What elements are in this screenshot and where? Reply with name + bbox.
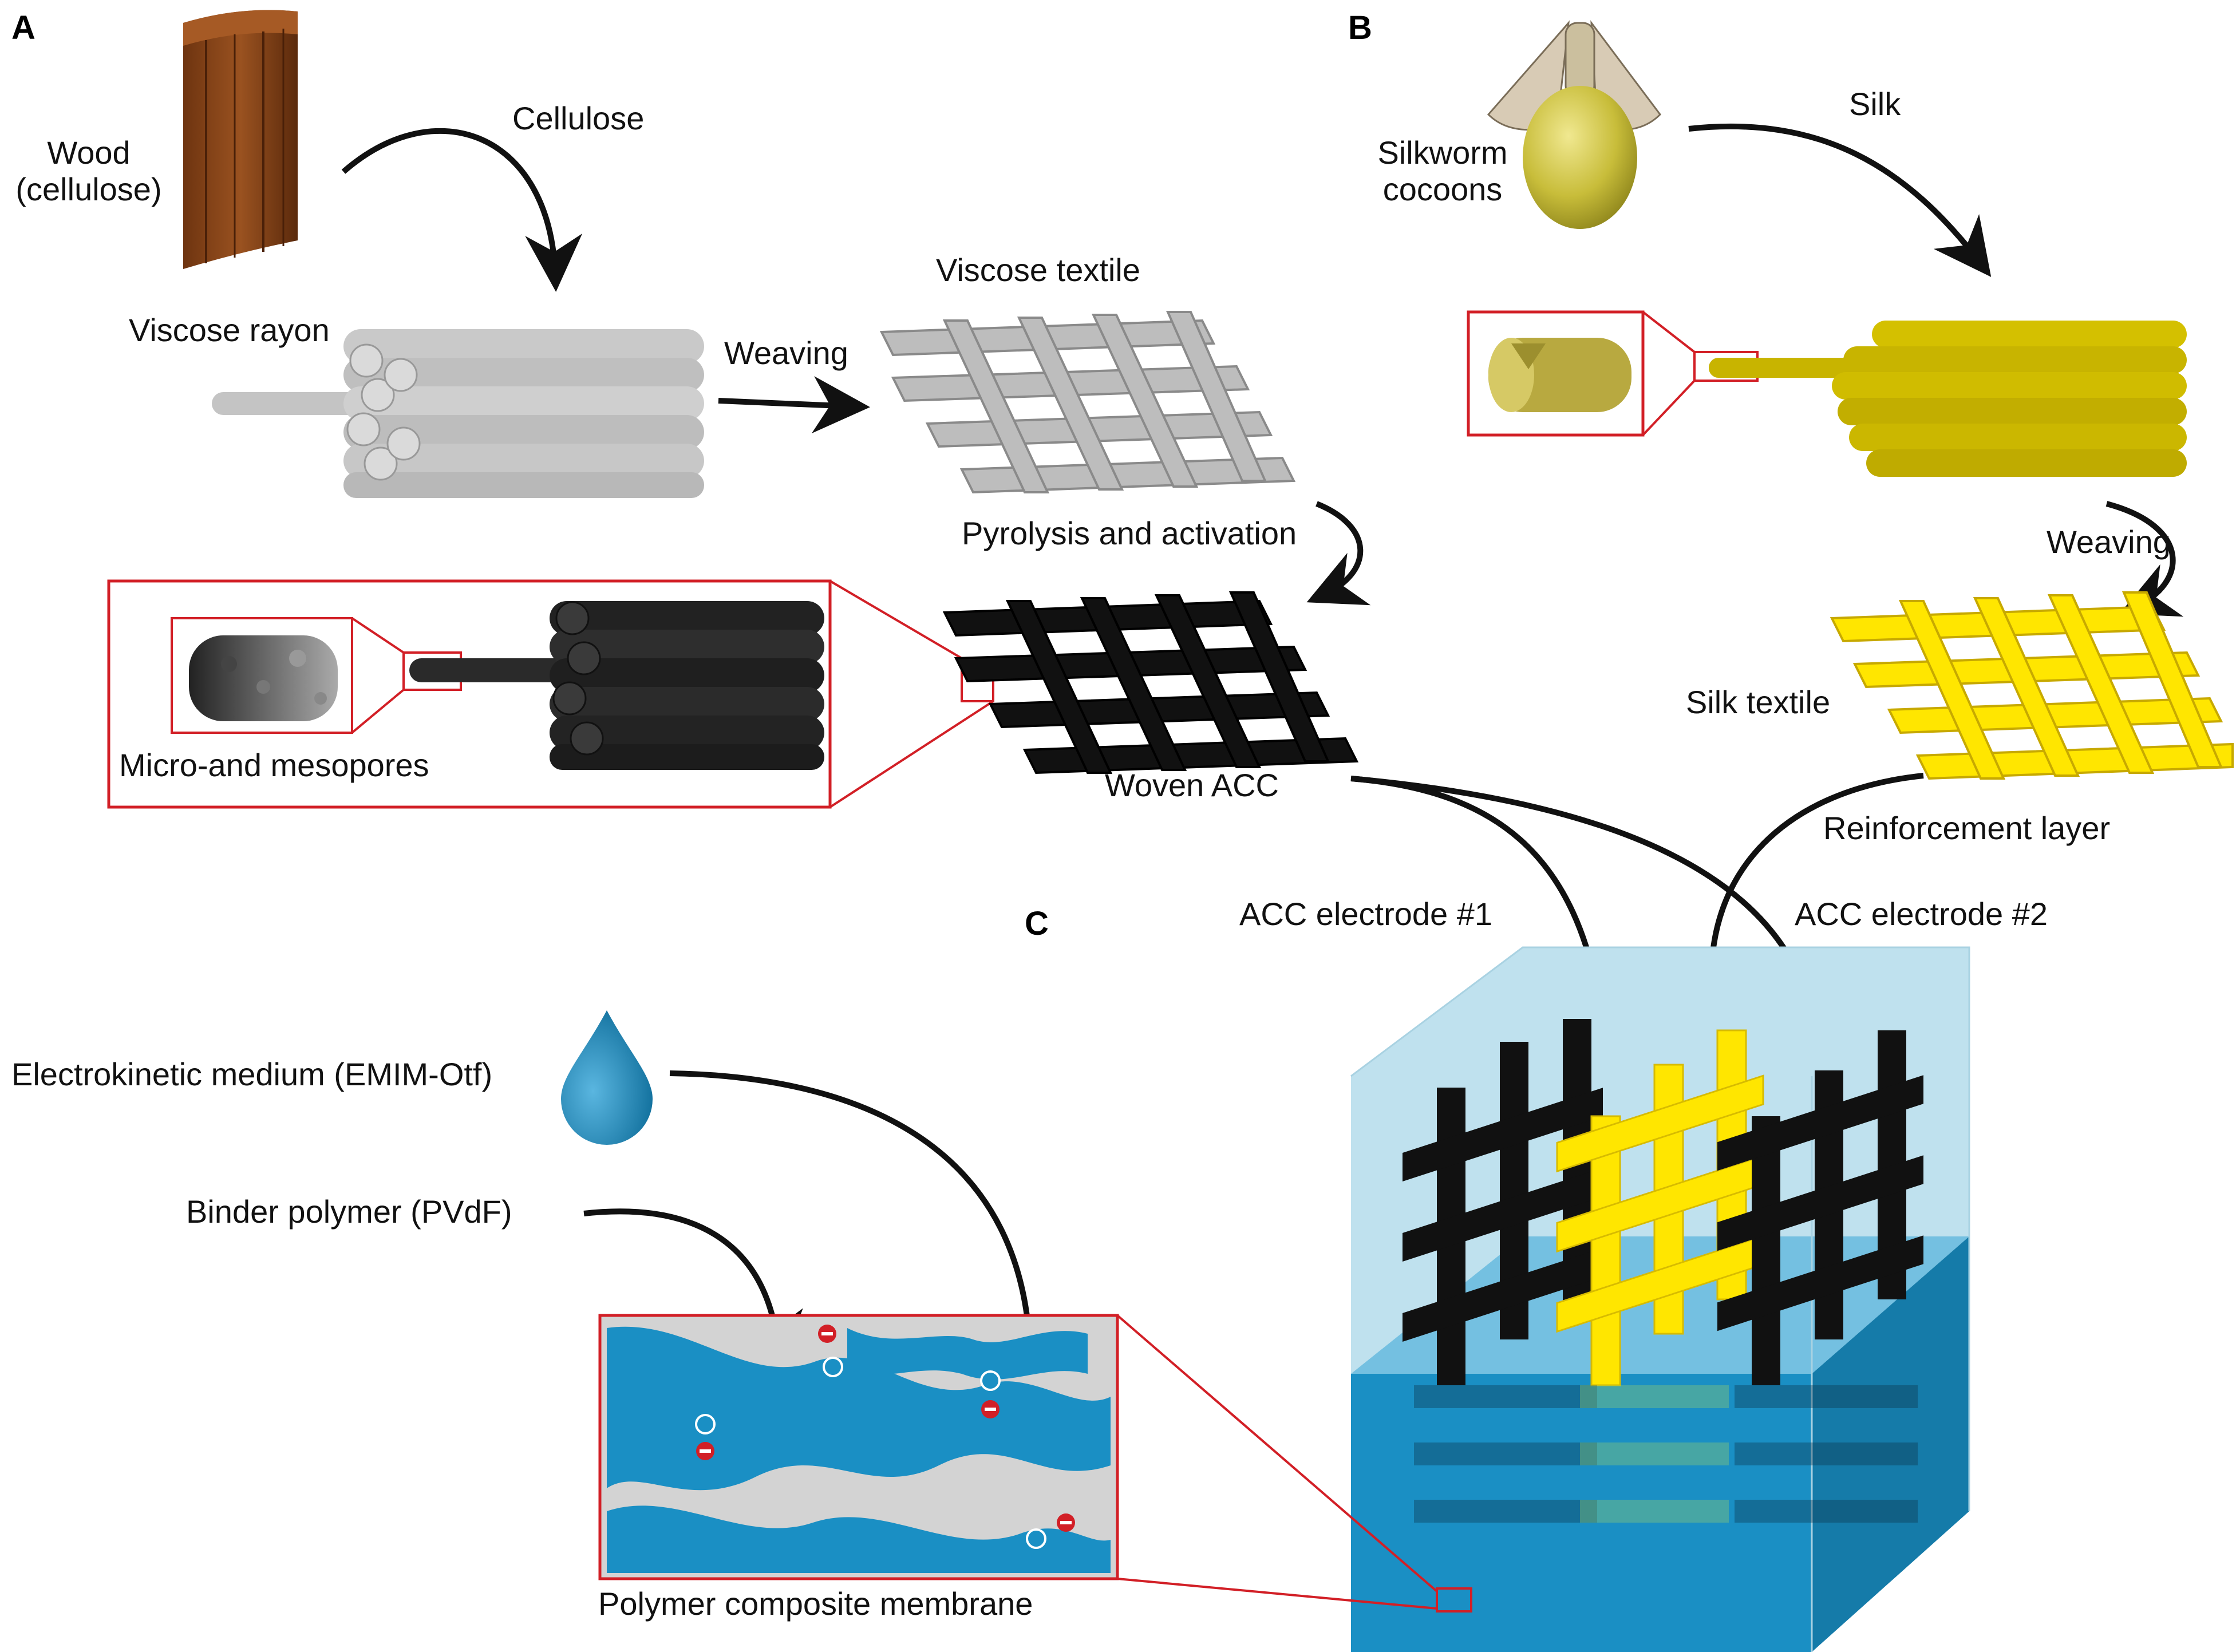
acc-electrode-2 [1717,1030,1923,1385]
cocoon-icon [1523,86,1637,229]
carbon-fiber-bundle-icon [409,601,824,770]
submerged-electrodes [1414,1385,1918,1523]
membrane-connector [1116,1314,1438,1592]
label-weaving-b: Weaving [2047,524,2171,560]
arrow-weaving-b [2105,501,2184,617]
label-wood: Wood (cellulose) [3,135,175,208]
label-reinforcement: Reinforcement layer [1823,810,2111,846]
droplet-icon [561,1010,653,1145]
panel-label-b: B [1348,9,1372,46]
label-micro-meso: Micro-and mesopores [119,747,429,783]
label-silk: Silk [1849,86,1901,122]
silk-reinforcement-layer [1556,1029,1764,1386]
fiber-bundle-icon [212,329,704,498]
silk-zoom-box [1467,310,1645,437]
label-silk-textile: Silk textile [1686,684,1831,720]
silk-fiber-bundle-icon [1709,321,2187,477]
label-silkworm-line2: cocoons [1382,171,1503,208]
label-silkworm-line1: Silkworm [1377,135,1508,171]
arrow-binder [583,1208,803,1368]
pore-zoom-box [171,617,353,734]
woven-textile-icon [879,311,1296,494]
porous-fiber-icon [189,635,338,721]
plus-ion-icon [1026,1528,1046,1549]
ions [695,1325,1075,1549]
arrow-silk [1688,123,1992,277]
plus-ion-icon [695,1414,716,1434]
wood-block-icon [183,10,298,269]
panel-label-a: A [11,9,35,46]
label-woven-acc: Woven ACC [1105,767,1279,803]
label-membrane: Polymer composite membrane [598,1586,1033,1622]
label-viscose-textile: Viscose textile [936,252,1140,288]
arrow-cellulose [341,128,583,292]
label-viscose-rayon: Viscose rayon [129,312,330,348]
arrow-reinforcement [1681,773,1924,1007]
label-electrokinetic: Electrokinetic medium (EMIM-Otf) [11,1056,493,1092]
label-binder: Binder polymer (PVdF) [186,1193,512,1230]
label-cellulose: Cellulose [512,100,645,136]
silk-textile-icon [1830,591,2234,780]
label-wood-line2: (cellulose) [15,171,162,208]
panel-label-c: C [1025,905,1049,942]
label-silkworm: Silkworm cocoons [1357,135,1528,208]
silk-fiber-icon [1488,338,1631,412]
woven-acc-icon [942,591,1359,774]
arrow-weaving-a [718,376,870,433]
carbon-zoom-box [107,579,832,809]
arrow-pyrolysis [1306,501,1371,606]
submerged-silk [1580,1385,1729,1523]
acc-electrode-1 [1403,1019,1603,1385]
label-wood-line1: Wood [47,135,131,171]
plus-ion-icon [823,1357,843,1377]
label-electrode-1: ACC electrode #1 [1239,896,1493,932]
arrow-electrokinetic [669,1070,1059,1385]
label-electrode-2: ACC electrode #2 [1795,896,2048,932]
label-weaving-a: Weaving [724,335,848,371]
label-pyrolysis: Pyrolysis and activation [962,515,1297,551]
plus-ion-icon [980,1370,1001,1391]
